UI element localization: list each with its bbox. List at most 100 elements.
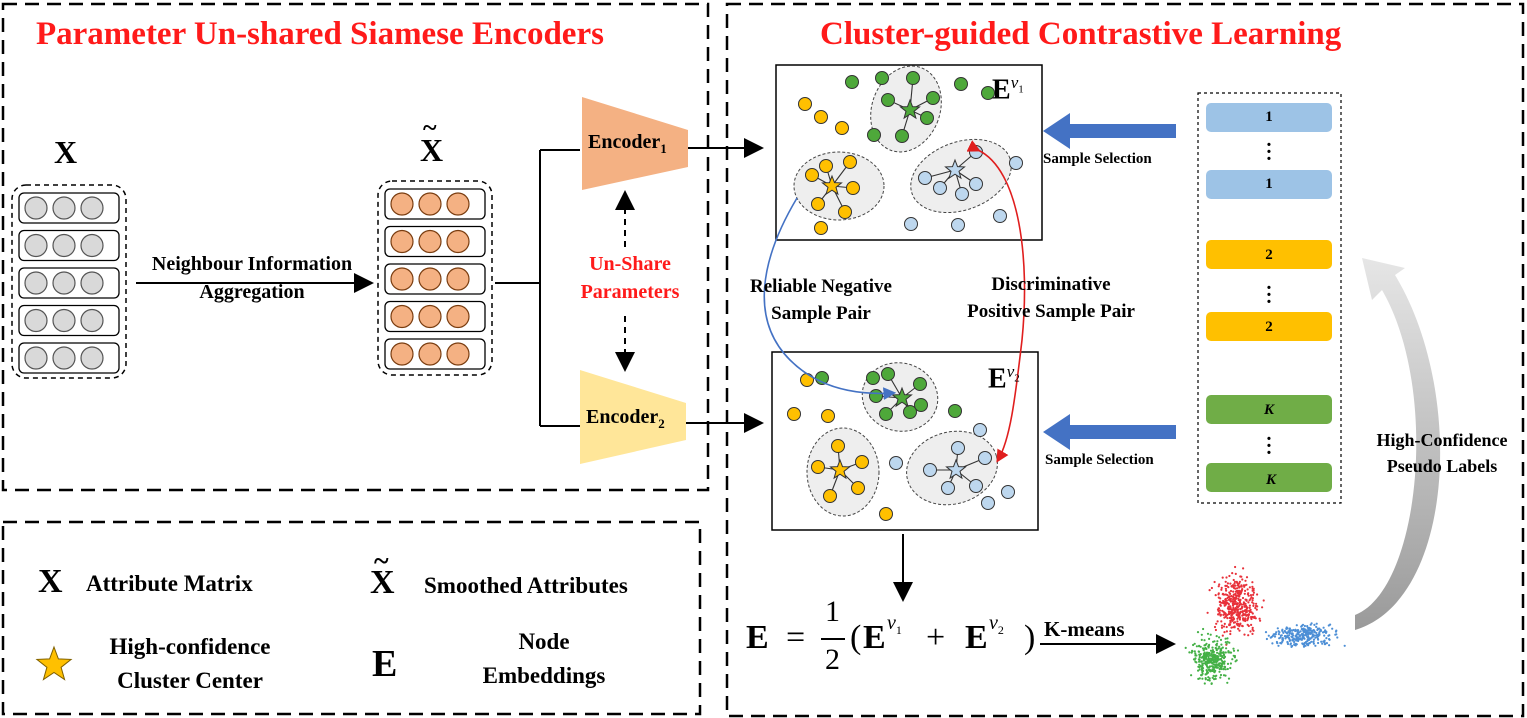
attribute-cell (80, 196, 104, 220)
formula-eq: = (786, 619, 806, 656)
embedding-node (914, 398, 928, 412)
formula-plus: + (926, 619, 946, 656)
scatter-point (1311, 635, 1314, 638)
cluster-member-node (933, 181, 947, 195)
scatter-point (1323, 639, 1326, 642)
scatter-point (1250, 617, 1253, 621)
scatter-point (1204, 673, 1207, 676)
scatter-point (1218, 636, 1221, 639)
embedding-node (875, 71, 889, 85)
scatter-point (1208, 661, 1211, 664)
scatter-point (1275, 631, 1278, 634)
scatter-point (1190, 651, 1193, 654)
scatter-point (1238, 599, 1242, 603)
scatter-point (1216, 659, 1219, 662)
scatter-point (1209, 633, 1212, 636)
formula-e1-sup: v1 (887, 612, 902, 637)
scatter-point (1313, 623, 1316, 627)
scatter-point (1292, 634, 1295, 637)
cluster-member-node (895, 129, 909, 143)
scatter-point (1195, 654, 1198, 657)
x-matrix (11, 184, 127, 379)
scatter-point (1308, 632, 1311, 635)
scatter-point (1222, 625, 1226, 628)
scatter-point (1232, 618, 1235, 621)
scatter-point (1251, 632, 1254, 636)
scatter-point (1207, 668, 1210, 671)
scatter-point (1296, 629, 1299, 632)
scatter-point (1203, 662, 1206, 665)
embedding-node (1001, 485, 1015, 499)
label-kb: K (1265, 472, 1276, 488)
scatter-point (1238, 585, 1241, 588)
embedding-node (889, 456, 903, 470)
pseudo-labels-line1: High-Confidence (1376, 430, 1508, 450)
scatter-point (1202, 627, 1205, 631)
formula-e2-sup: v2 (989, 612, 1004, 637)
scatter-point (1237, 612, 1240, 616)
scatter-point (1248, 606, 1251, 610)
cluster-member-node (955, 187, 969, 201)
scatter-point (1331, 627, 1334, 630)
scatter-point (1224, 637, 1227, 640)
scatter-point (1295, 636, 1298, 639)
scatter-point (1219, 654, 1222, 658)
scatter-point (1202, 649, 1205, 652)
scatter-point (1215, 674, 1218, 677)
cluster-member-node (906, 71, 920, 85)
scatter-point (1238, 618, 1241, 621)
scatter-point (1198, 659, 1201, 662)
scatter-point (1299, 630, 1302, 633)
formula-bar (821, 638, 845, 640)
scatter-point (1224, 600, 1227, 603)
scatter-point (1306, 625, 1309, 628)
scatter-point (1230, 614, 1233, 617)
scatter-point (1218, 611, 1221, 614)
aggregation-label: Neighbour Information Aggregation (124, 254, 380, 302)
scatter-point (1280, 634, 1283, 637)
scatter-point (1211, 676, 1214, 679)
scatter-point (1239, 607, 1242, 611)
scatter-point (1225, 589, 1228, 592)
scatter-point (1204, 646, 1207, 650)
scatter-point (1226, 596, 1229, 600)
embedding-node (787, 407, 801, 421)
vertical-ellipsis-3: ··· (1265, 428, 1273, 464)
attribute-cell (418, 192, 442, 216)
attribute-cell (24, 308, 48, 333)
embedding-node (948, 404, 962, 418)
scatter-point (1233, 582, 1236, 585)
scatter-point (1201, 664, 1204, 667)
scatter-point (1220, 667, 1223, 671)
scatter-point (1201, 677, 1204, 680)
kmeans-label: K-means (1044, 617, 1125, 641)
legend-x-symbol: X (38, 563, 63, 600)
legend-star-line1: High-confidence (109, 634, 271, 659)
scatter-point (1206, 611, 1209, 614)
scatter-point (1209, 649, 1213, 652)
legend-x-tilde-letter: X (370, 564, 395, 601)
formula-den: 2 (825, 643, 840, 676)
encoder2-subscript: 2 (658, 416, 665, 431)
scatter-point (1219, 638, 1223, 642)
attribute-cell (446, 267, 470, 291)
encoder1-label: Encoder1 (588, 132, 667, 155)
scatter-point (1233, 587, 1236, 590)
positive-pair-line1: Discriminative (991, 274, 1111, 295)
scatter-point (1184, 646, 1187, 650)
scatter-point (1229, 632, 1232, 636)
scatter-point (1245, 576, 1249, 579)
scatter-point (1290, 632, 1293, 636)
x-tilde-matrix (377, 180, 493, 376)
x-symbol: X (54, 134, 78, 170)
attribute-cell (80, 308, 104, 333)
scatter-point (1248, 604, 1251, 607)
scatter-point (1307, 639, 1310, 642)
scatter-point (1262, 599, 1265, 602)
scatter-point (1237, 595, 1241, 598)
scatter-point (1207, 655, 1210, 658)
scatter-point (1240, 606, 1244, 609)
embedding-node (993, 209, 1007, 223)
ev2-label: Ev2 (988, 363, 1020, 393)
